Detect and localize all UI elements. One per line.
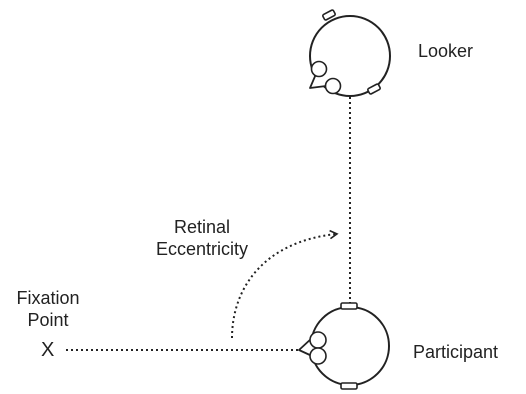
fixation-point-label: Fixation Point [8,287,88,331]
looker-head-icon [309,9,391,97]
looker-label: Looker [418,41,474,61]
participant-head-icon [298,302,390,390]
retinal-eccentricity-label: Retinal Eccentricity [138,216,266,260]
participant-label: Participant [413,342,499,362]
retinal-eccentricity-line-2: Eccentricity [155,239,249,259]
retinal-eccentricity-line-1: Retinal [173,217,231,237]
fixation-marker: X [41,339,55,361]
fixation-point-line-1: Fixation [16,288,80,308]
fixation-point-line-2: Point [27,310,69,330]
